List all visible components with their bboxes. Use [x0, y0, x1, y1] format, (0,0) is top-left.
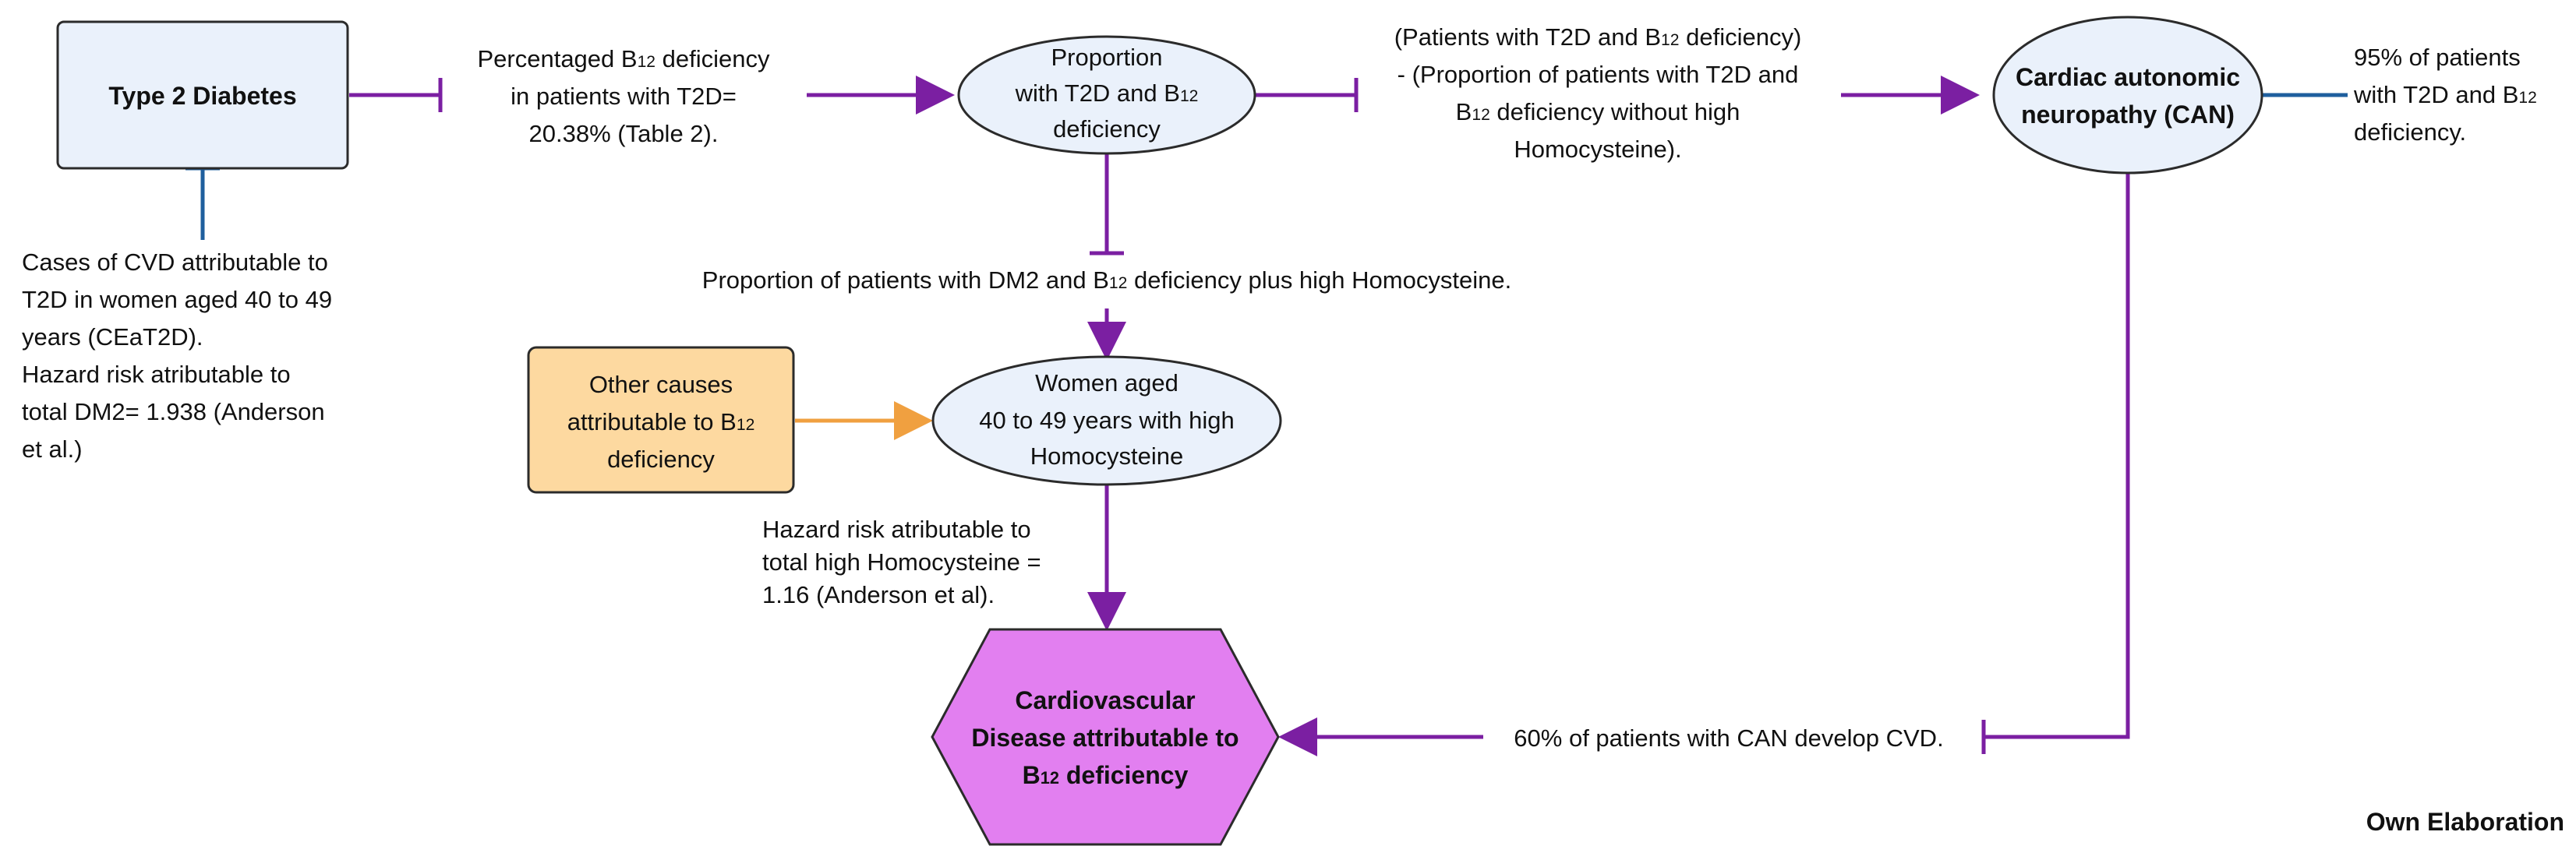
proportion-line2: with T2D and B12 — [1015, 79, 1199, 107]
percentaged-line2: in patients with T2D= — [511, 83, 737, 110]
label-patients-minus-proportion: (Patients with T2D and B12 deficiency) -… — [1394, 23, 1802, 163]
dm2-homocysteine-text: Proportion of patients with DM2 and B12 … — [702, 266, 1511, 294]
cvd-t2d-line: total DM2= 1.938 (Anderson — [22, 398, 325, 425]
pct95-line2: with T2D and B12 — [2353, 81, 2537, 108]
edge-proportion-to-dm2-label — [1090, 153, 1124, 256]
pct95-line1: 95% of patients — [2354, 44, 2521, 71]
label-95-percent: 95% of patients with T2D and B12 deficie… — [2353, 44, 2537, 146]
edge-can-to-cvd — [1278, 173, 2130, 756]
patients-minus-line2: - (Proportion of patients with T2D and — [1398, 61, 1799, 88]
cvd-line3: B12 deficiency — [1023, 761, 1189, 789]
node-type-2-diabetes: Type 2 Diabetes — [56, 20, 349, 170]
patients-minus-line3: B12 deficiency without high — [1456, 98, 1740, 125]
patients-minus-line4: Homocysteine). — [1514, 136, 1681, 163]
other-causes-line1: Other causes — [589, 371, 733, 398]
proportion-line3: deficiency — [1053, 115, 1161, 143]
node-proportion: Proportion with T2D and B12 deficiency — [957, 35, 1256, 155]
label-cvd-attributable-t2d: Cases of CVD attributable to T2D in wome… — [22, 248, 332, 463]
cvd-t2d-line: years (CEaT2D). — [22, 323, 203, 351]
hazard-homocysteine-line: total high Homocysteine = — [762, 548, 1041, 576]
women-line3: Homocysteine — [1030, 442, 1183, 470]
edge-cvd-label-to-t2d — [186, 166, 220, 240]
cvd-line1: Cardiovascular — [1015, 686, 1195, 714]
hazard-homocysteine-line: Hazard risk atributable to — [762, 516, 1031, 543]
can-line1: Cardiac autonomic — [2016, 63, 2240, 91]
can-line2: neuropathy (CAN) — [2021, 100, 2235, 129]
cvd-t2d-line: T2D in women aged 40 to 49 — [22, 286, 332, 313]
node-women-40-49-high-homocysteine: Women aged 40 to 49 years with high Homo… — [931, 355, 1282, 486]
label-own-elaboration: Own Elaboration — [2366, 808, 2564, 836]
hazard-homocysteine-line: 1.16 (Anderson et al). — [762, 581, 995, 608]
cvd-t2d-line: et al.) — [22, 435, 83, 463]
patients-minus-line1: (Patients with T2D and B12 deficiency) — [1394, 23, 1802, 51]
type-2-diabetes-label: Type 2 Diabetes — [108, 82, 296, 110]
proportion-line1: Proportion — [1051, 44, 1162, 71]
node-cardiac-autonomic-neuropathy: Cardiac autonomic neuropathy (CAN) — [1992, 16, 2263, 174]
label-dm2-homocysteine: Proportion of patients with DM2 and B12 … — [702, 266, 1511, 294]
node-other-causes: Other causes attributable to B12 deficie… — [527, 346, 795, 494]
cvd-line2: Disease attributable to — [971, 724, 1239, 752]
women-line1: Women aged — [1035, 369, 1178, 397]
pct60-text: 60% of patients with CAN develop CVD. — [1514, 724, 1943, 752]
own-elaboration-text: Own Elaboration — [2366, 808, 2564, 836]
percentaged-line3: 20.38% (Table 2). — [529, 120, 719, 147]
cvd-t2d-line: Hazard risk atributable to — [22, 361, 291, 388]
node-cardiovascular-disease: Cardiovascular Disease attributable to B… — [931, 628, 1280, 846]
label-hazard-homocysteine: Hazard risk atributable to total high Ho… — [762, 516, 1041, 608]
edge-t2d-to-percentaged — [349, 78, 443, 112]
cvd-t2d-line: Cases of CVD attributable to — [22, 248, 328, 276]
other-causes-line2: attributable to B12 — [567, 408, 755, 435]
label-percentaged-deficiency: Percentaged B12 deficiency in patients w… — [477, 45, 770, 147]
pct95-line3: deficiency. — [2354, 118, 2466, 146]
edge-proportion-to-patients-minus — [1255, 78, 1359, 112]
other-causes-line3: deficiency — [607, 446, 715, 473]
percentaged-line1: Percentaged B12 deficiency — [477, 45, 770, 72]
label-60-percent: 60% of patients with CAN develop CVD. — [1514, 724, 1943, 752]
women-line2: 40 to 49 years with high — [979, 407, 1234, 434]
